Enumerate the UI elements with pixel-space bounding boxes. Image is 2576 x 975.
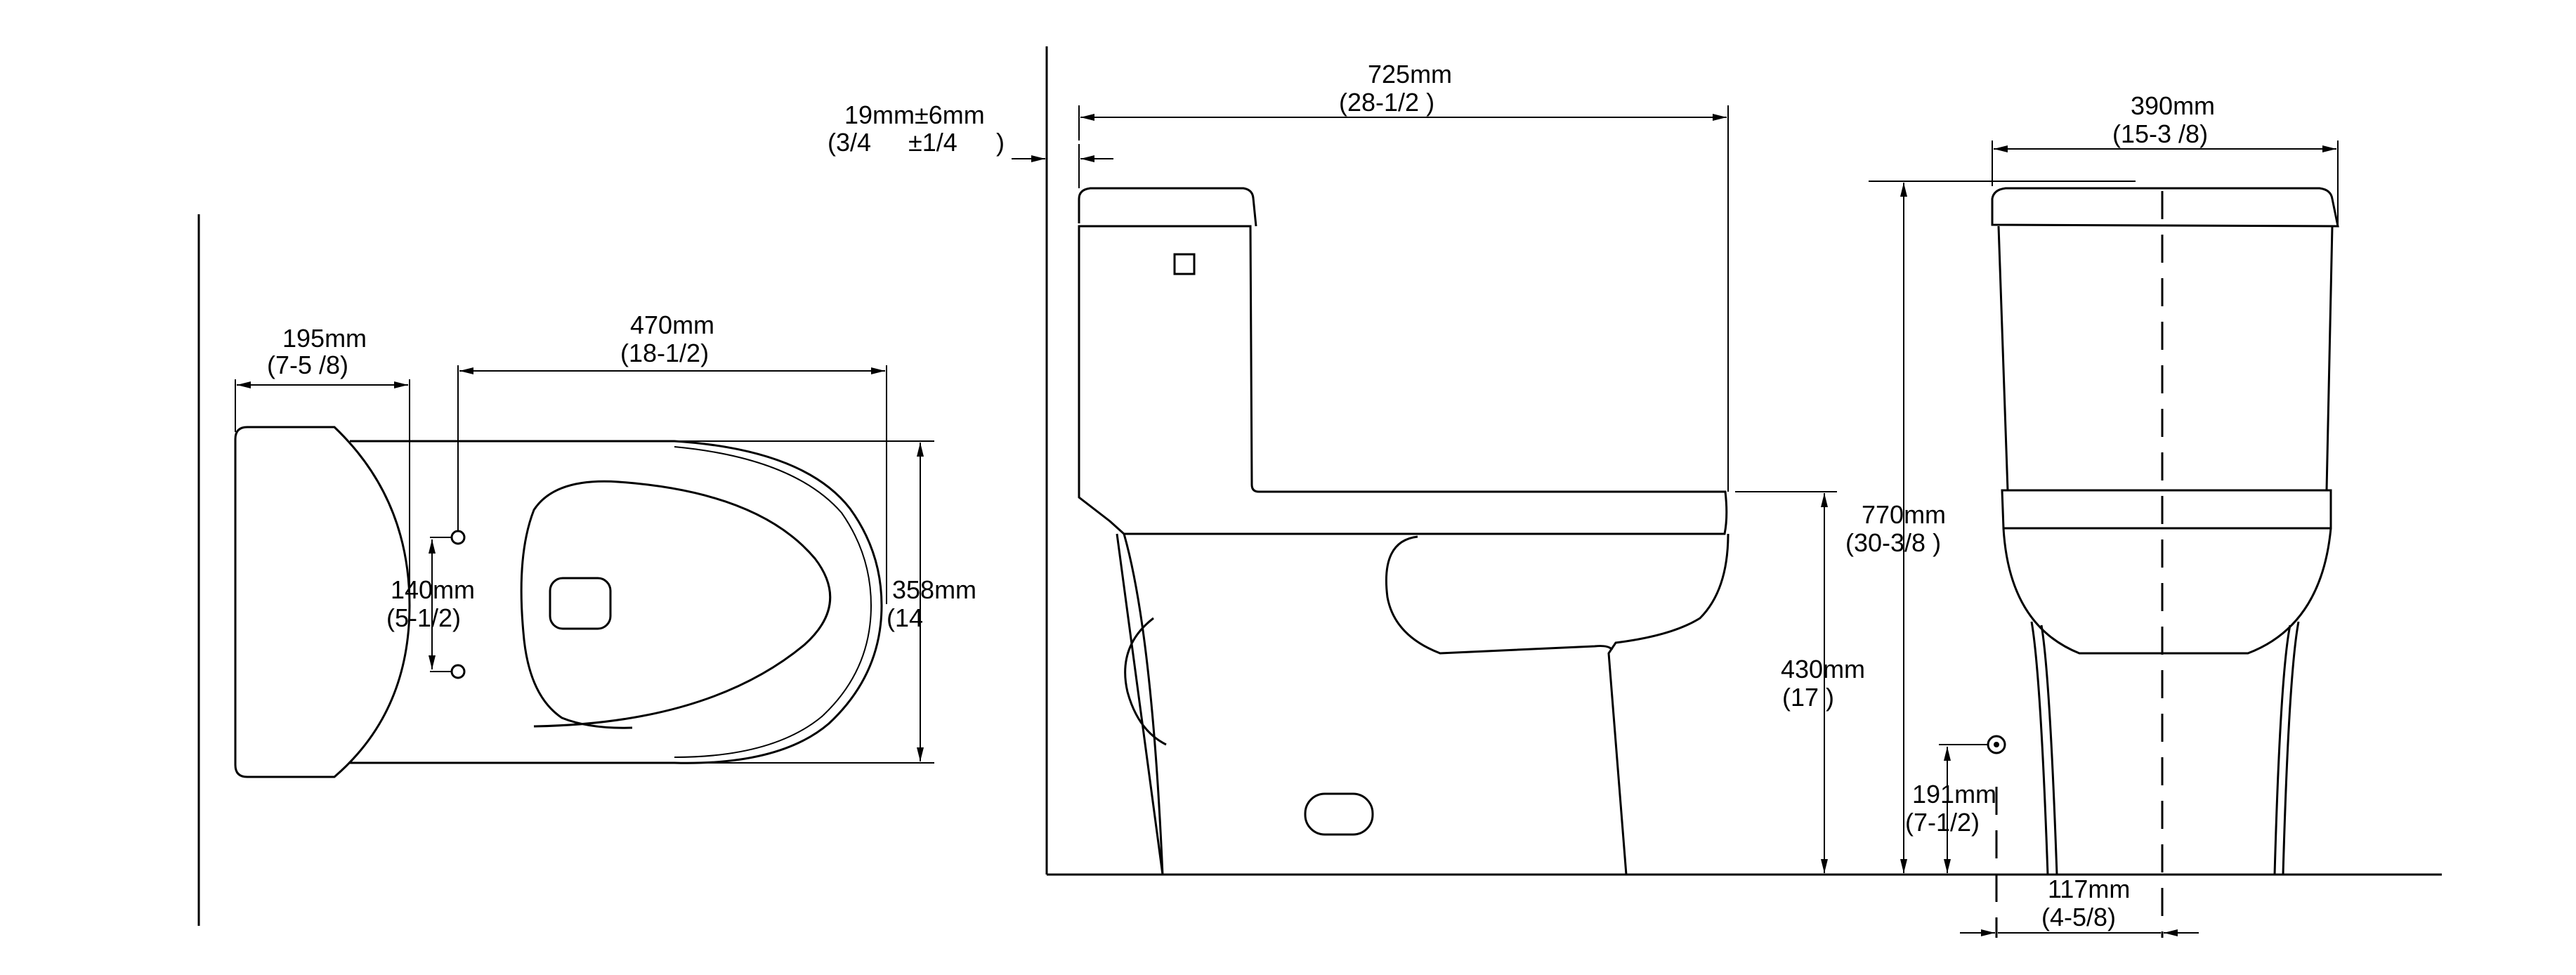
dim-length-inch: (28-1/2 ) [1339,88,1434,117]
bowl-body [1116,533,1730,875]
bolt-hole-bottom [450,664,466,679]
dim-width-mm: 358mm [892,575,976,604]
pedestal [2030,621,2300,875]
dim-tank-depth-mm: 195mm [282,324,367,353]
flush-button [1173,253,1196,275]
dim-width-inch: (14 [887,603,923,632]
inner-bowl [520,480,832,729]
side-view: 19mm±6mm (3/4 ±1/4 ) 725mm (28-1/2 ) 430… [828,46,2442,876]
bowl-outline [350,440,883,764]
dim-bolt-spacing-mm: 140mm [391,575,475,604]
tank-lid [1078,187,1257,227]
dim-bolt-spacing-inch: (5-1/2) [386,603,461,632]
dim-tank-width-inch: (15-3 /8) [2112,119,2208,148]
bolt-hole-top [450,530,466,545]
dim-tank-depth-inch: (7-5 /8) [267,351,348,379]
dim-length-mm: 725mm [1368,60,1452,89]
dim-tank-width-mm: 390mm [2131,91,2215,120]
seat [2001,489,2332,530]
dim-total-height-mm: 770mm [1862,500,1946,529]
tank-outline [234,426,411,778]
dim-total-height-inch: (30-3/8 ) [1845,528,1941,557]
dim-wall-gap-inch-b: ±1/4 [908,128,957,157]
side-cap [1304,792,1374,836]
dim-wall-gap-inch-c: ) [996,128,1005,157]
trapway [1124,535,1614,746]
dim-supply-height-mm: 191mm [1912,780,1996,809]
bowl [2002,528,2332,655]
dim-supply-offset-inch: (4-5/8) [2041,903,2116,931]
dim-bowl-length-mm: 470mm [630,310,714,339]
tank-body [1997,225,2334,492]
dim-seat-height-inch: (17 ) [1782,683,1834,712]
dim-bowl-length-inch: (18-1/2) [620,339,709,367]
dim-wall-gap-inch-a: (3/4 [828,128,871,157]
tank-lid [1991,187,2339,228]
top-view: 195mm (7-5 /8) 470mm (18-1/2) 140mm (5-1… [197,214,976,926]
dim-supply-height-inch: (7-1/2) [1905,808,1980,837]
dim-supply-offset-mm: 117mm [2048,875,2130,903]
dim-wall-gap-mm: 19mm±6mm [844,100,985,129]
dim-seat-height-mm: 430mm [1781,655,1865,683]
front-view: 390mm (15-3 /8) 770mm (30-3/8 ) 191mm (7… [1845,91,2339,938]
tank-body [1078,225,1728,535]
bowl-rim [674,446,872,758]
drain-outlet [549,577,612,630]
